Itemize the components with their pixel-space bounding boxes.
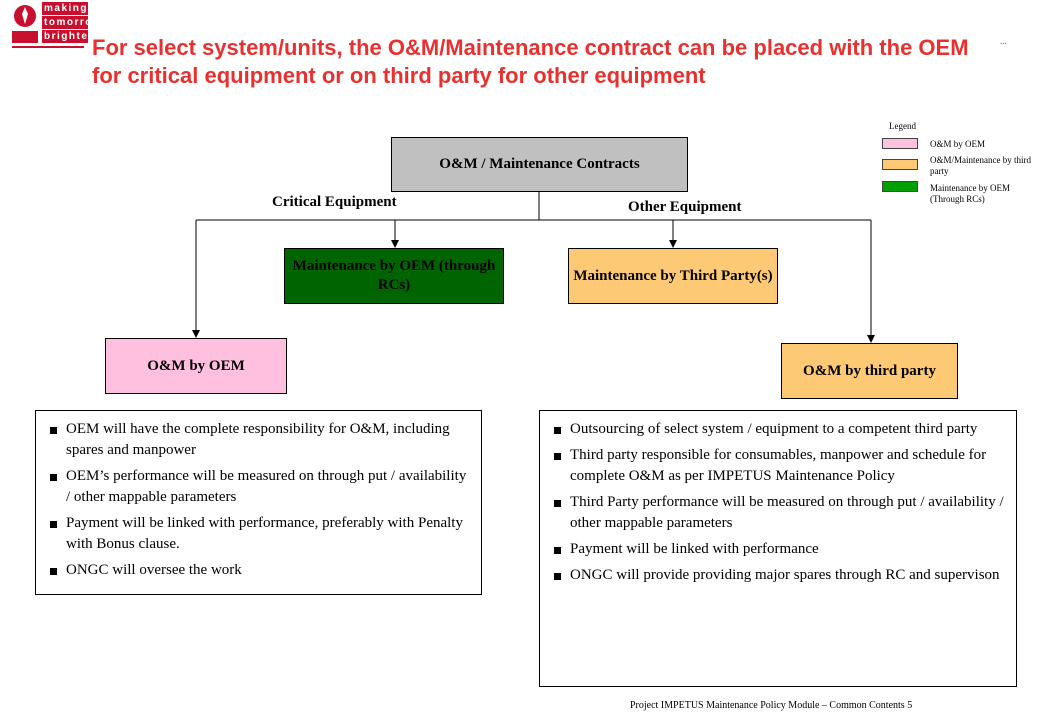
ongc-logo: making tomorrow brighter (12, 2, 103, 46)
bullet-icon (554, 573, 561, 580)
legend-label-maintenance-oem: Maintenance by OEM (Through RCs) (930, 183, 1010, 204)
list-item: ONGC will oversee the work (48, 560, 471, 581)
bullet-icon (554, 500, 561, 507)
legend-swatch-third-party (882, 159, 918, 170)
ongc-emblem-icon (12, 2, 38, 44)
list-item: ONGC will provide providing major spares… (552, 565, 1006, 586)
third-party-points-list: Outsourcing of select system / equipment… (552, 419, 1006, 586)
bullet-icon (50, 568, 57, 575)
node-maintenance-third-party: Maintenance by Third Party(s) (568, 248, 778, 304)
title-ellipsis: ... (1000, 36, 1007, 46)
logo-line-3: brighter (42, 30, 94, 43)
legend-label-third-party: O&M/Maintenance by third party (930, 155, 1031, 176)
root-node-contracts: O&M / Maintenance Contracts (391, 137, 688, 192)
slide-footer: Project IMPETUS Maintenance Policy Modul… (630, 700, 913, 711)
node-om-third-party: O&M by third party (781, 343, 958, 399)
bullet-icon (554, 427, 561, 434)
slide-title: For select system/units, the O&M/Mainten… (92, 35, 969, 88)
legend-title: Legend (889, 121, 916, 131)
branch-label-critical: Critical Equipment (272, 194, 397, 210)
bullet-icon (554, 453, 561, 460)
logo-divider (12, 46, 84, 48)
bullet-icon (50, 521, 57, 528)
list-item: Outsourcing of select system / equipment… (552, 419, 1006, 440)
third-party-details-panel: Outsourcing of select system / equipment… (539, 410, 1017, 687)
list-item: OEM will have the complete responsibilit… (48, 419, 471, 461)
branch-label-other: Other Equipment (628, 199, 742, 215)
bullet-icon (50, 474, 57, 481)
oem-details-panel: OEM will have the complete responsibilit… (35, 410, 482, 595)
logo-line-1: making (42, 2, 89, 15)
bullet-icon (50, 427, 57, 434)
list-item: Payment will be linked with performance,… (48, 513, 471, 555)
list-item: Third Party performance will be measured… (552, 492, 1006, 534)
list-item: OEM’s performance will be measured on th… (48, 466, 471, 508)
logo-tagline: making tomorrow brighter (42, 2, 103, 44)
legend-label-om-oem: O&M by OEM (930, 139, 986, 149)
node-maintenance-oem: Maintenance by OEM (through RCs) (284, 248, 504, 304)
logo-line-2: tomorrow (42, 16, 103, 29)
bullet-icon (554, 547, 561, 554)
node-om-oem: O&M by OEM (105, 338, 287, 394)
oem-points-list: OEM will have the complete responsibilit… (48, 419, 471, 581)
list-item: Third party responsible for consumables,… (552, 445, 1006, 487)
legend-swatch-maintenance-oem (882, 181, 918, 192)
legend-swatch-om-oem (882, 138, 918, 149)
list-item: Payment will be linked with performance (552, 539, 1006, 560)
